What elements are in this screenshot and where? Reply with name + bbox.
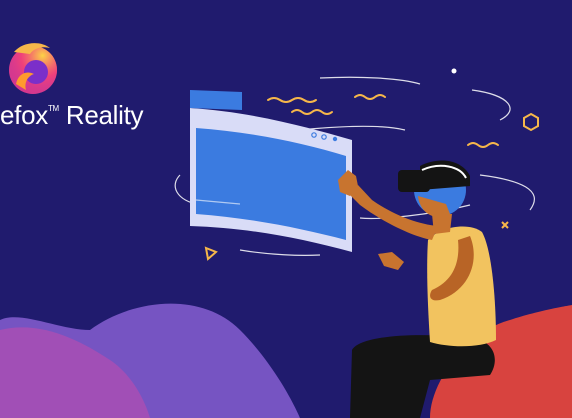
magenta-blob [0,327,150,418]
orbit-lines [174,76,535,256]
wordmark-part: efox [0,100,48,130]
virtual-browser-window [190,90,352,252]
triangle-shape [204,246,218,261]
window-dot-3 [332,136,338,142]
window-dot-1 [311,132,317,138]
red-blob [430,305,572,418]
product-name: Reality [65,100,144,130]
hexagon-shape [523,112,539,132]
trademark: TM [47,104,59,113]
dot [451,68,457,74]
person-with-vr-headset [338,160,496,418]
firefox-logo-icon [9,43,57,94]
window-dot-2 [321,134,327,140]
squiggles [267,94,499,148]
brand-wordmark: efoxTM Reality [0,100,144,131]
cross-shape [501,221,509,229]
